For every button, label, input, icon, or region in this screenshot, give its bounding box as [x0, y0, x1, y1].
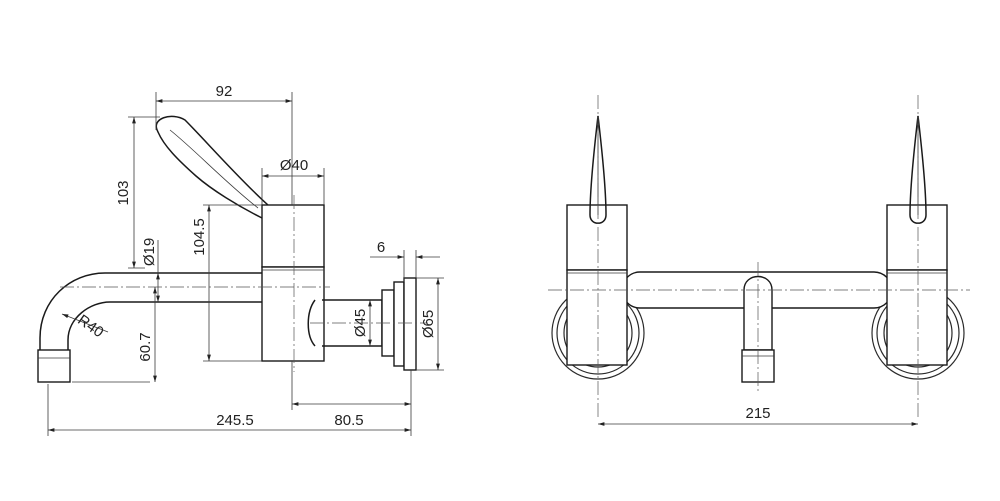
dim-label-wall-projection: 80.5 — [334, 412, 363, 429]
dim-label-spout-drop: 60.7 — [137, 332, 154, 361]
dim-spout-diameter: Ø19 — [141, 238, 160, 302]
dim-body-diameter: Ø40 — [261, 157, 325, 205]
dim-label-body-diameter: Ø40 — [280, 157, 308, 174]
dim-label-center-spacing: 215 — [745, 405, 770, 422]
side-view: 92 Ø40 103 Ø19 104.5 — [37, 83, 444, 436]
dim-label-spout-diameter: Ø19 — [141, 238, 158, 266]
dim-center-spacing: 215 — [598, 405, 918, 426]
lever-handle — [155, 115, 269, 220]
front-view: 215 — [548, 95, 970, 426]
dim-stem-diameter: Ø45 — [352, 300, 372, 346]
wall-flange — [393, 277, 417, 371]
valve-body — [261, 204, 325, 362]
dim-lever-height: 104.5 — [191, 204, 262, 362]
dim-flange-thickness: 6 — [370, 239, 440, 282]
dim-label-lever-height: 104.5 — [191, 218, 208, 256]
dim-label-flange-diameter: Ø65 — [420, 310, 437, 338]
dim-overall-length: 245.5 80.5 — [47, 361, 412, 436]
right-valve-body — [886, 204, 948, 366]
dim-label-flange-thickness: 6 — [377, 239, 385, 256]
left-valve-body — [566, 204, 628, 366]
dim-label-handle-height: 103 — [115, 180, 132, 205]
dim-label-spout-length: 245.5 — [216, 412, 254, 429]
dim-label-bend-radius: R40 — [74, 311, 106, 341]
dim-handle-reach: 92 — [155, 83, 293, 205]
dim-spout-drop: 60.7 — [72, 287, 157, 383]
spout — [37, 272, 262, 383]
dim-label-handle-reach: 92 — [216, 83, 233, 100]
dim-flange-diameter: Ø65 — [416, 277, 444, 371]
dim-label-stem-diameter: Ø45 — [352, 309, 369, 337]
dim-handle-height: 103 — [115, 116, 160, 269]
